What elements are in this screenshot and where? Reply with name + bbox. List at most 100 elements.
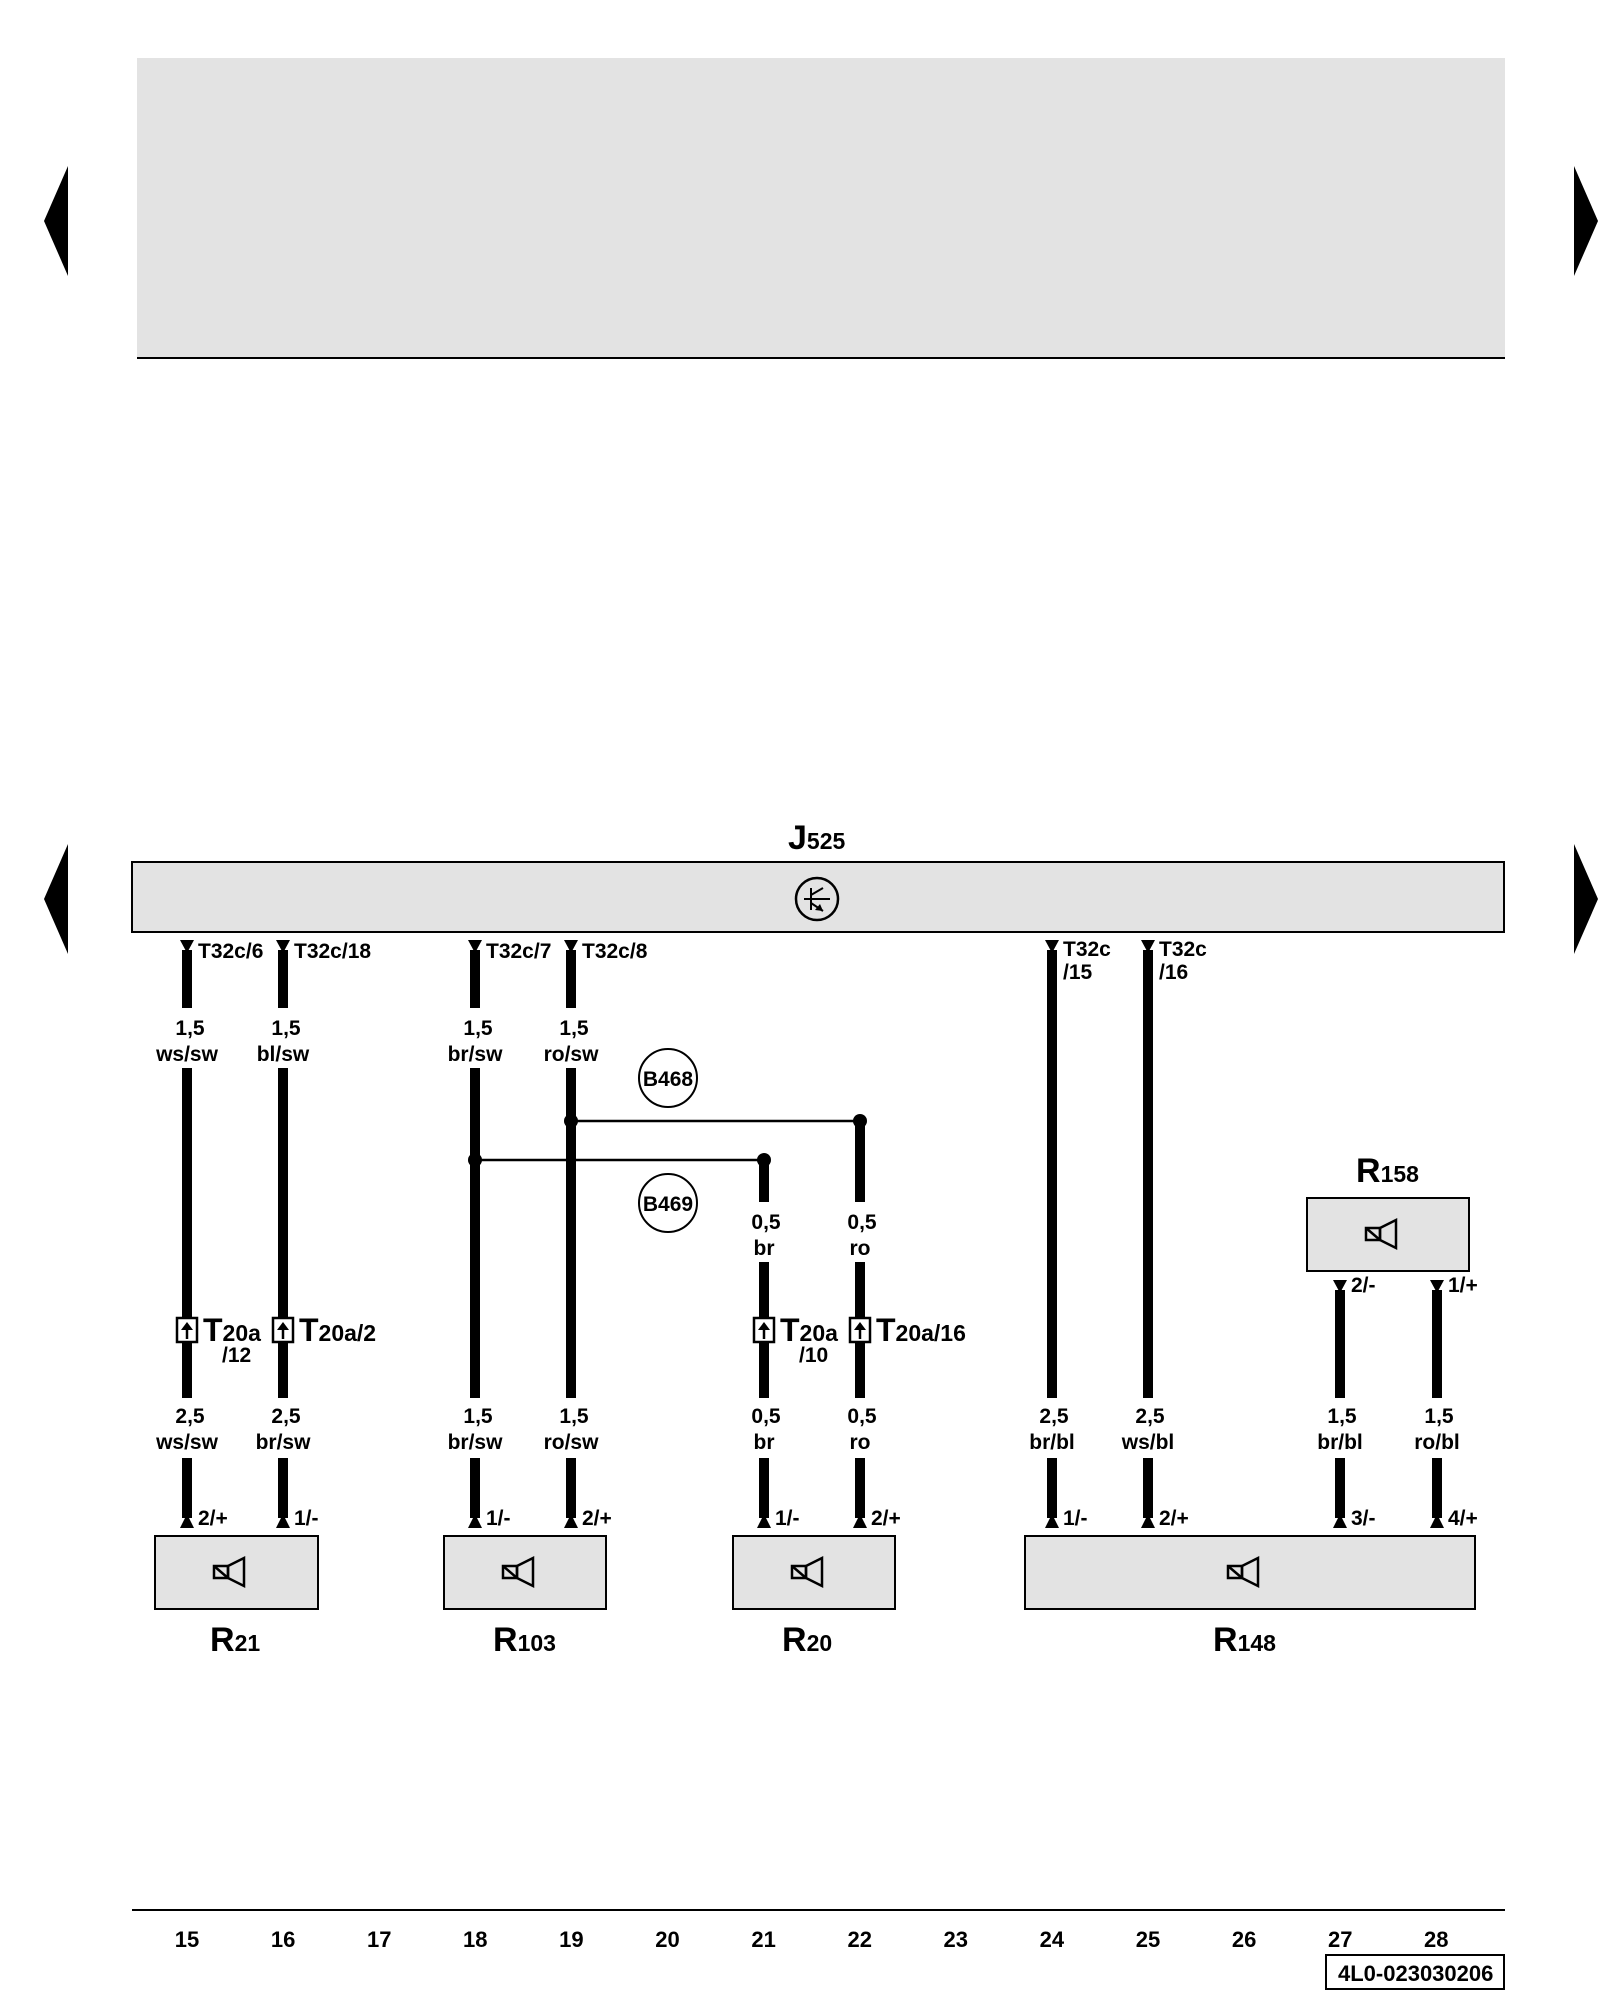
speaker-icon bbox=[212, 1555, 246, 1589]
speaker-icon bbox=[1364, 1217, 1398, 1251]
pin-r21-2: 2/+ bbox=[198, 1507, 228, 1530]
speaker-icon bbox=[1226, 1555, 1260, 1589]
track-number: 26 bbox=[1232, 1927, 1256, 1952]
wire-15-color: ws/sw bbox=[155, 1043, 219, 1066]
branch-wires bbox=[468, 1114, 867, 1167]
speaker-r148-label: R148 bbox=[1213, 1621, 1276, 1659]
wire-24-size: 2,5 bbox=[1039, 1405, 1069, 1428]
connector-t20a-10-pin: /10 bbox=[799, 1344, 828, 1367]
inline-connector-labels: T20a /12 T20a/2 T20a /10 T20a/16 bbox=[203, 1312, 966, 1367]
wire-21-size: 0,5 bbox=[751, 1211, 781, 1234]
track-number: 24 bbox=[1040, 1927, 1065, 1952]
connection-b469-label: B469 bbox=[643, 1193, 693, 1216]
electronic-module-icon bbox=[794, 876, 840, 922]
pin-r148-4: 4/+ bbox=[1448, 1507, 1478, 1530]
junction-dot bbox=[564, 1114, 578, 1128]
inline-connector-icons bbox=[175, 1316, 872, 1344]
wire-28-color: ro/bl bbox=[1414, 1431, 1460, 1454]
wire-22-color-lower: ro bbox=[850, 1431, 871, 1454]
wire-18-size: 1,5 bbox=[463, 1017, 493, 1040]
pin-r20-2: 2/+ bbox=[871, 1507, 901, 1530]
track-number: 16 bbox=[271, 1927, 295, 1952]
wire-25-size: 2,5 bbox=[1135, 1405, 1165, 1428]
wire-19-color-lower: ro/sw bbox=[544, 1431, 600, 1454]
track-numbers: 15 16 17 18 19 20 21 22 23 24 25 26 27 28 bbox=[175, 1927, 1449, 1952]
wires bbox=[182, 950, 1442, 1518]
speaker-icon bbox=[501, 1555, 535, 1589]
speaker-r158-label: R158 bbox=[1356, 1152, 1419, 1190]
upper-wire-labels: 1,5 ws/sw 1,5 bl/sw 1,5 br/sw 1,5 ro/sw … bbox=[148, 1008, 894, 1262]
track-number: 23 bbox=[944, 1927, 968, 1952]
wire-16-size-lower: 2,5 bbox=[271, 1405, 301, 1428]
speaker-icon bbox=[790, 1555, 824, 1589]
pin-t32c-18: T32c/18 bbox=[294, 940, 371, 963]
connection-b468-label: B468 bbox=[643, 1068, 694, 1091]
doc-id-box bbox=[1325, 1954, 1505, 1990]
top-pin-labels: T32c/6 T32c/18 T32c/7 T32c/8 T32c /15 T3… bbox=[198, 938, 1207, 984]
bottom-pin-arrows bbox=[180, 1514, 1444, 1528]
track-number: 19 bbox=[559, 1927, 583, 1952]
wire-18-size-lower: 1,5 bbox=[463, 1405, 493, 1428]
wire-15-size-lower: 2,5 bbox=[175, 1405, 205, 1428]
wire-16-size: 1,5 bbox=[271, 1017, 301, 1040]
pin-t32c-15-b: /15 bbox=[1063, 961, 1093, 984]
speaker-boxes bbox=[154, 1197, 1476, 1610]
next-section-arrow-icon[interactable] bbox=[1574, 844, 1598, 954]
pin-r148-2: 2/+ bbox=[1159, 1507, 1189, 1530]
wire-18-color-lower: br/sw bbox=[448, 1431, 504, 1454]
component-labels: R21 R103 R20 R148 R158 bbox=[210, 1152, 1419, 1659]
speaker-r21-box bbox=[154, 1535, 319, 1610]
track-number: 15 bbox=[175, 1927, 199, 1952]
track-number: 27 bbox=[1328, 1927, 1352, 1952]
top-panel bbox=[137, 58, 1505, 358]
wire-22-size: 0,5 bbox=[847, 1211, 877, 1234]
track-number: 25 bbox=[1136, 1927, 1160, 1952]
pin-r103-1: 1/- bbox=[486, 1507, 511, 1530]
wire-24-color: br/bl bbox=[1029, 1431, 1075, 1454]
track-number: 28 bbox=[1424, 1927, 1448, 1952]
next-page-arrow-icon[interactable] bbox=[1574, 166, 1598, 276]
prev-page-arrow-icon[interactable] bbox=[44, 166, 68, 276]
prev-section-arrow-icon[interactable] bbox=[44, 844, 68, 954]
wire-21-color-lower: br bbox=[754, 1431, 775, 1454]
speaker-r21-label: R21 bbox=[210, 1621, 260, 1659]
connector-t20a-16: T20a/16 bbox=[876, 1312, 966, 1348]
wire-27-color: br/bl bbox=[1317, 1431, 1363, 1454]
pin-r158-1: 1/+ bbox=[1448, 1274, 1478, 1297]
connector-t20a-2: T20a/2 bbox=[299, 1312, 376, 1348]
pin-t32c-16-b: /16 bbox=[1159, 961, 1188, 984]
connector-t20a-10: T20a bbox=[780, 1312, 838, 1348]
pin-r103-2: 2/+ bbox=[582, 1507, 612, 1530]
wire-19-color: ro/sw bbox=[544, 1043, 600, 1066]
pin-r158-2: 2/- bbox=[1351, 1274, 1376, 1297]
speaker-r103-label: R103 bbox=[493, 1621, 556, 1659]
speaker-r20-box bbox=[732, 1535, 896, 1610]
top-pin-arrows bbox=[180, 940, 1444, 1293]
wire-21-size-lower: 0,5 bbox=[751, 1405, 781, 1428]
junction-dot bbox=[853, 1114, 867, 1128]
track-number: 17 bbox=[367, 1927, 391, 1952]
pin-t32c-7: T32c/7 bbox=[486, 940, 551, 963]
track-number: 18 bbox=[463, 1927, 487, 1952]
track-number: 22 bbox=[847, 1927, 871, 1952]
pin-r20-1: 1/- bbox=[775, 1507, 800, 1530]
wire-27-size: 1,5 bbox=[1327, 1405, 1357, 1428]
control-unit-title: J525 bbox=[788, 819, 846, 857]
pin-r148-3: 3/- bbox=[1351, 1507, 1376, 1530]
wire-16-color-lower: br/sw bbox=[256, 1431, 312, 1454]
wire-15-size: 1,5 bbox=[175, 1017, 205, 1040]
speaker-r158-box bbox=[1306, 1197, 1470, 1272]
pin-t32c-6: T32c/6 bbox=[198, 940, 263, 963]
doc-id: 4L0-023030206 bbox=[1338, 1961, 1493, 1986]
loudspeaker-icons bbox=[212, 1217, 1398, 1589]
wire-22-color: ro bbox=[850, 1237, 871, 1260]
track-number: 21 bbox=[751, 1927, 775, 1952]
wire-21-color: br bbox=[754, 1237, 775, 1260]
track-number: 20 bbox=[655, 1927, 679, 1952]
pin-t32c-15-a: T32c bbox=[1063, 938, 1111, 961]
connection-b468-circle bbox=[638, 1048, 698, 1108]
wire-15-color-lower: ws/sw bbox=[155, 1431, 219, 1454]
connection-b469-circle bbox=[638, 1173, 698, 1233]
wire-28-size: 1,5 bbox=[1424, 1405, 1454, 1428]
